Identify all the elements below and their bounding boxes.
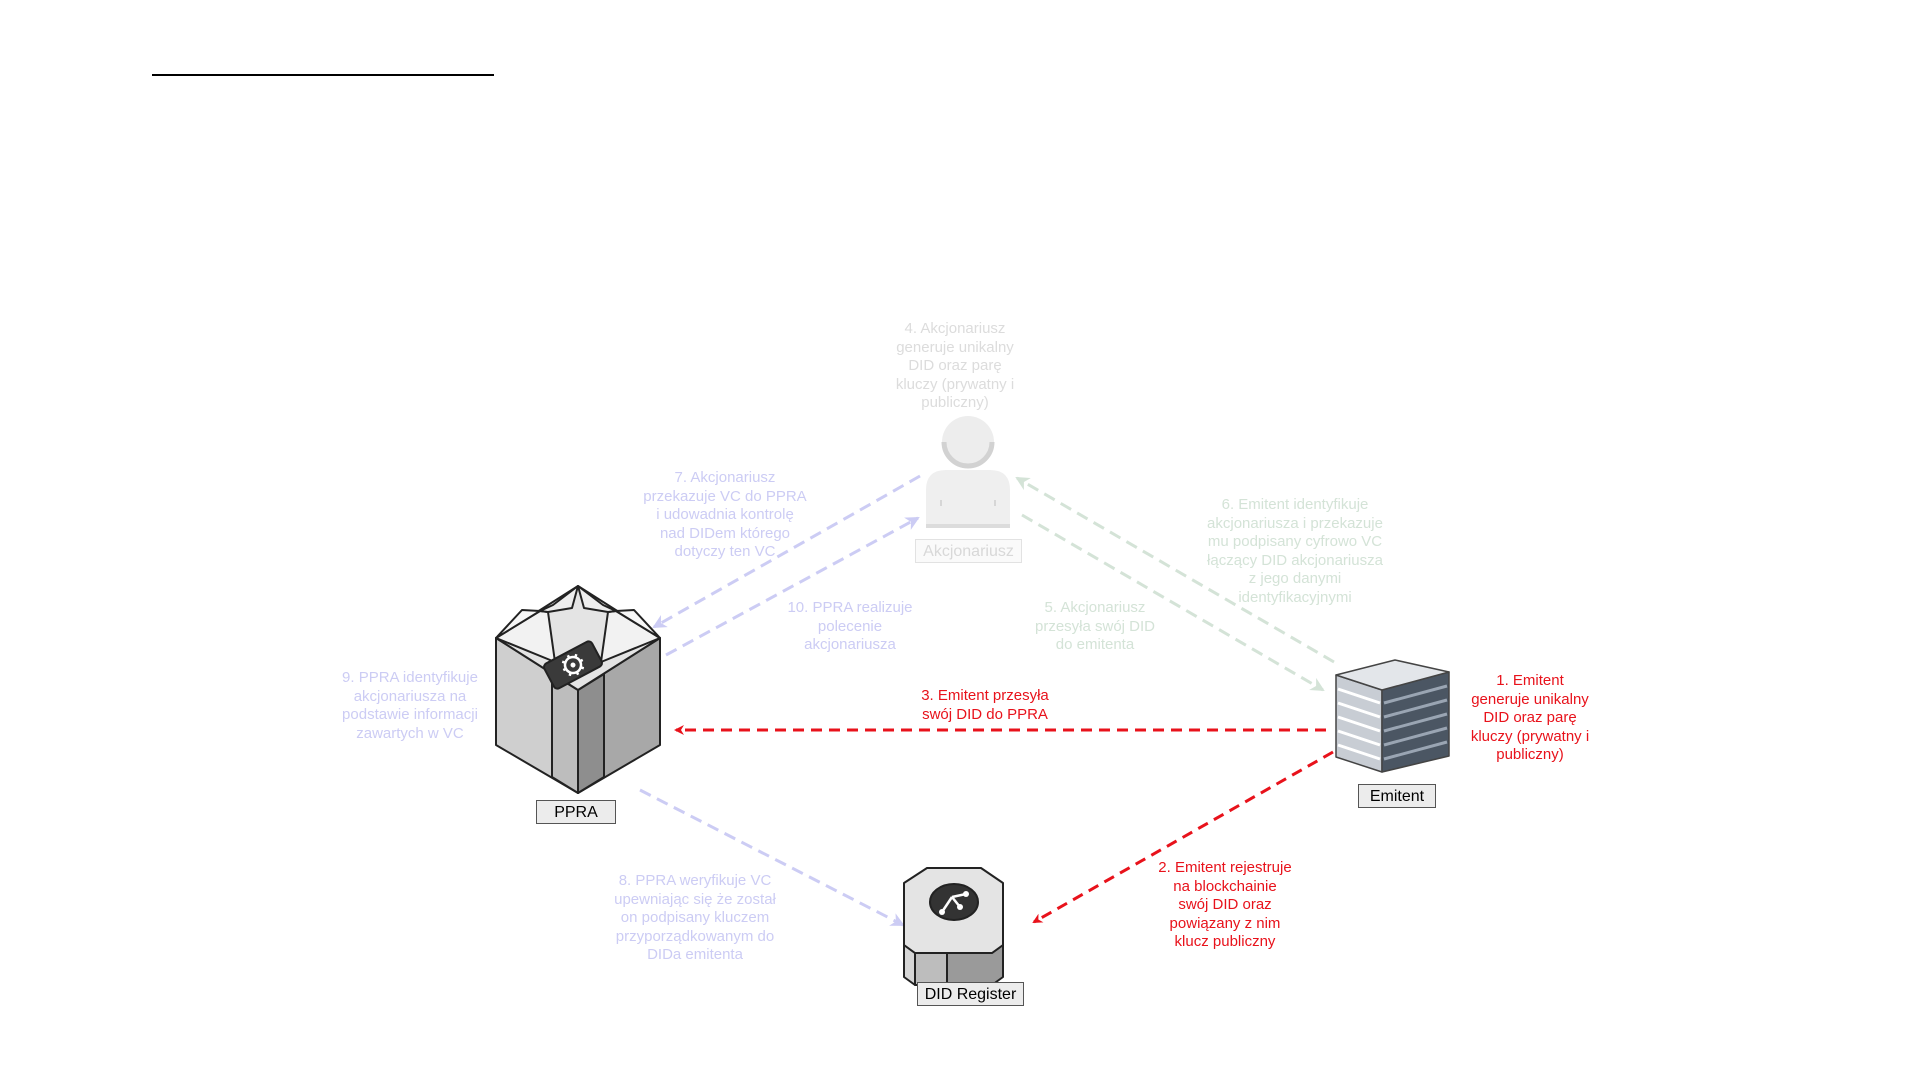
arrow-7-akcjonariusz-to-ppra bbox=[652, 474, 921, 629]
header-underline bbox=[152, 74, 494, 76]
person-icon bbox=[926, 416, 1010, 528]
arrow-10-ppra-to-akcjonariusz bbox=[665, 516, 920, 657]
office-building-icon bbox=[1335, 659, 1450, 773]
step-10-text: 10. PPRA realizuje polecenie akcjonarius… bbox=[787, 599, 913, 653]
arrow-8-ppra-to-did-register bbox=[639, 788, 905, 927]
step-8-text: 8. PPRA weryfikuje VC upewniając się że … bbox=[614, 872, 776, 963]
step-9-text: 9. PPRA identyfikuje akcjonariusza na po… bbox=[342, 669, 478, 742]
step-5-text: 5. Akcjonariusz przesyła swój DID do emi… bbox=[1034, 599, 1156, 653]
arrow-5-akcjonariusz-to-emitent bbox=[1021, 513, 1325, 692]
arrow-6-emitent-to-akcjonariusz bbox=[1015, 476, 1335, 664]
open-box-gear-icon bbox=[495, 585, 661, 794]
step-1-text: 1. Emitent generuje unikalny DID oraz pa… bbox=[1470, 672, 1590, 763]
did-register-label: DID Register bbox=[917, 982, 1024, 1006]
step-4-text: 4. Akcjonariusz generuje unikalny DID or… bbox=[895, 320, 1015, 411]
akcjonariusz-label: Akcjonariusz bbox=[915, 539, 1022, 563]
step-2-text: 2. Emitent rejestruje na blockchainie sw… bbox=[1158, 859, 1292, 950]
step-7-text: 7. Akcjonariusz przekazuje VC do PPRA i … bbox=[643, 469, 807, 560]
step-6-text: 6. Emitent identyfikuje akcjonariusza i … bbox=[1207, 496, 1383, 606]
emitent-label: Emitent bbox=[1358, 784, 1436, 808]
arrow-2-emitent-to-did-register bbox=[1032, 750, 1334, 924]
database-network-icon bbox=[903, 867, 1004, 986]
step-3-text: 3. Emitent przesyła swój DID do PPRA bbox=[921, 687, 1049, 723]
ppra-label: PPRA bbox=[536, 800, 616, 824]
